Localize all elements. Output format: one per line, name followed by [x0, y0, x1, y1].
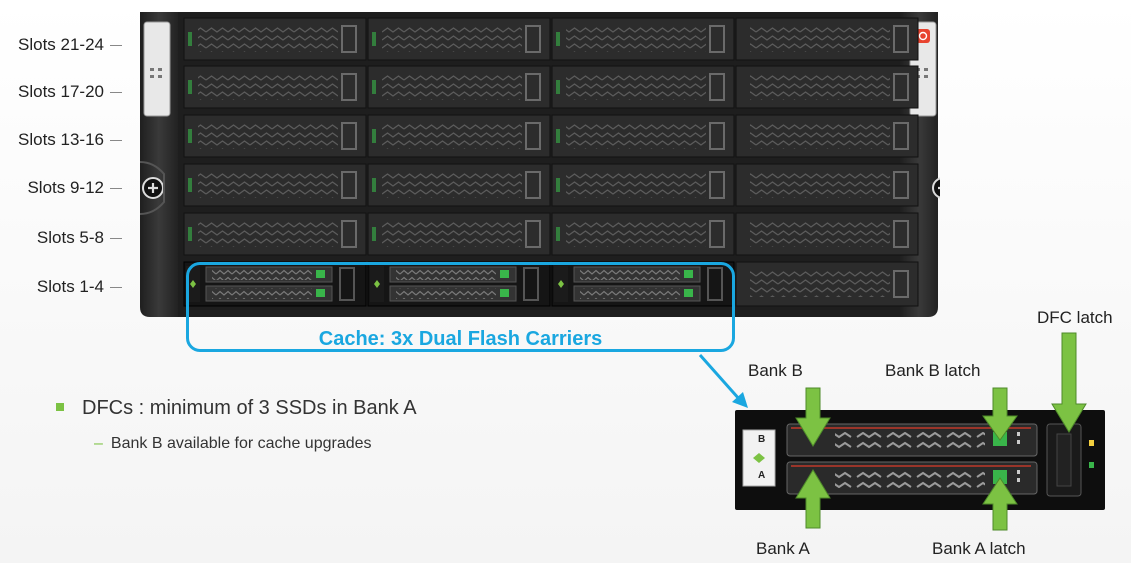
cache-highlight-box: [186, 262, 735, 352]
cache-label: Cache: 3x Dual Flash Carriers: [318, 328, 603, 350]
label-bank-b: Bank B: [748, 361, 803, 380]
slot-label-5-8: Slots 5-8: [36, 228, 104, 247]
bezel-letter-b: B: [758, 434, 766, 445]
bezel-letter-a: A: [758, 470, 766, 481]
sub-bullet-bank-b: –Bank B available for cache upgrades: [94, 434, 372, 454]
slot-label-9-12: Slots 9-12: [27, 178, 104, 197]
bullet-text: : minimum of 3 SSDs in Bank A: [133, 397, 417, 419]
leader-line: [110, 92, 122, 93]
label-dfc-latch: DFC latch: [1037, 308, 1113, 327]
leader-line: [110, 287, 122, 288]
sub-bullet-text: Bank B available for cache upgrades: [110, 435, 372, 452]
leader-line: [110, 140, 122, 141]
slot-label-13-16: Slots 13-16: [18, 130, 104, 149]
slot-label-17-20: Slots 17-20: [18, 82, 104, 101]
bullet-square-icon: [56, 402, 64, 411]
slot-label-1-4: Slots 1-4: [36, 277, 104, 296]
bullet-term: DFCs: [82, 397, 134, 419]
bullet-dfcs: DFCs : minimum of 3 SSDs in Bank A: [56, 396, 417, 420]
dfc-detail: [735, 410, 1105, 510]
label-bank-a-latch: Bank A latch: [932, 539, 1026, 558]
dash-icon: –: [94, 435, 103, 452]
label-bank-b-latch: Bank B latch: [885, 361, 981, 380]
label-bank-a: Bank A: [756, 539, 810, 558]
drive-bays: [183, 17, 919, 307]
leader-line: [110, 188, 122, 189]
slot-label-21-24: Slots 21-24: [18, 35, 104, 54]
leader-line: [110, 45, 122, 46]
leader-line: [110, 238, 122, 239]
